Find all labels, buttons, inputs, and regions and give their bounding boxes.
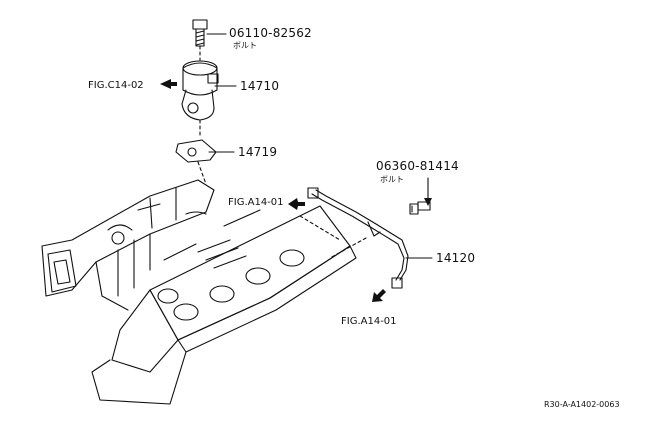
figure-ref-c14-02: FIG.C14-02 [88, 80, 144, 91]
part-number-bolt-upper: 06110-82562 [229, 26, 312, 40]
arrow-fig-a14-01-lower-icon [372, 289, 386, 302]
arrow-fig-c14-02-icon [160, 79, 177, 89]
part-number-gasket: 14719 [238, 145, 278, 159]
figure-ref-a14-01-lower: FIG.A14-01 [341, 316, 397, 327]
gasket-14719 [175, 139, 217, 185]
part-number-bolt-lower: 06360-81414 [376, 159, 459, 173]
part-number-egr-valve: 14710 [240, 79, 280, 93]
cylinder-head [91, 205, 357, 405]
intake-manifold [41, 179, 215, 311]
part-name-bolt-upper: ボルト [233, 41, 257, 50]
diagram-code: R30-A-A1402-0063 [544, 400, 620, 409]
arrow-bolt-pointer-icon [424, 198, 432, 206]
egr-valve-14710 [181, 45, 219, 137]
bolt-06110-82562 [192, 19, 208, 47]
part-name-bolt-lower: ボルト [380, 175, 404, 184]
part-number-egr-pipe: 14120 [436, 251, 476, 265]
figure-ref-a14-01-upper: FIG.A14-01 [228, 197, 284, 208]
bolt-06360-81414 [409, 201, 431, 215]
egr-pipe-14120 [307, 187, 409, 289]
arrow-fig-a14-01-upper-icon [288, 198, 305, 210]
